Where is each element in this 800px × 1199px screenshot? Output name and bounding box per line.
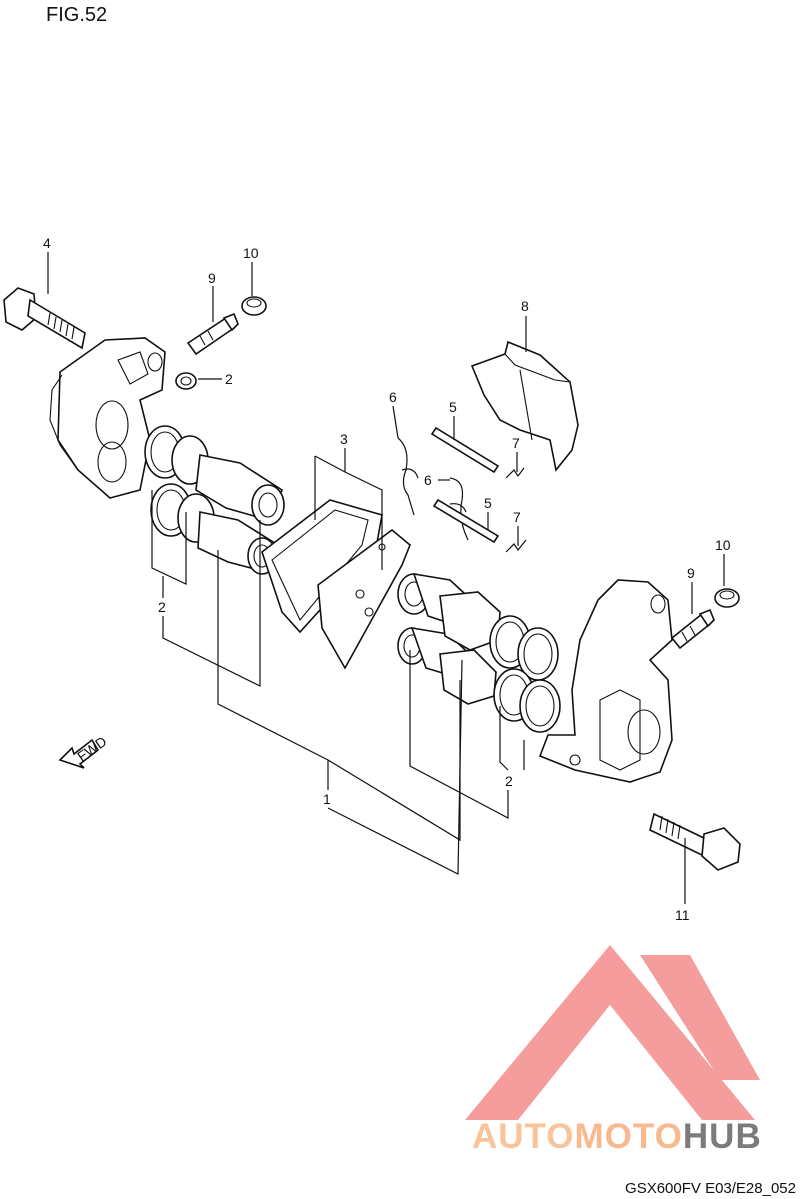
callout-5-upper: 5 [449,399,457,415]
callout-labels: 4 9 10 2 8 3 6 5 7 6 5 7 2 1 2 9 10 11 [43,235,731,923]
watermark-text: AUTOMOTOHUB [472,1117,762,1157]
callout-5-lower: 5 [484,495,492,511]
seal-rings-right [489,615,561,733]
callout-8: 8 [521,298,529,314]
callout-2-left: 2 [158,599,166,615]
pistons-part-1-right [397,572,501,705]
watermark-hub: HUB [682,1117,762,1156]
figure-title: FIG.52 [46,4,108,26]
callout-9-left: 9 [208,270,216,286]
callout-11: 11 [675,907,690,923]
callout-2-right: 2 [505,773,513,789]
watermark-auto: AUTO [472,1117,575,1156]
watermark-moto: MOTO [574,1117,683,1156]
callout-6-lower: 6 [424,472,432,488]
washer-part-2-upper [175,372,197,390]
bleeder-screw-part-9-right [670,608,715,650]
callout-7-lower: 7 [513,509,521,525]
callout-6-upper: 6 [389,389,397,405]
callout-3: 3 [340,431,348,447]
cap-part-10-left [241,296,267,316]
pad-cover-part-8 [470,340,579,472]
callout-10-right: 10 [715,537,731,553]
spring-part-7-lower [505,539,527,553]
leader-lines [47,252,725,904]
forward-arrow-icon [58,738,100,769]
callout-2-upper: 2 [225,371,233,387]
caliper-body-left [49,337,166,499]
pad-clip-part-6-lower [449,477,469,541]
callout-7-upper: 7 [512,435,520,451]
spring-part-7-upper [505,467,525,479]
pad-pin-part-5-lower [432,498,500,544]
figure-code: GSX600FV E03/E28_052 [625,1180,796,1197]
bleeder-screw-part-9-left [186,312,239,356]
forward-arrow-label: FWD [74,733,109,764]
callout-9-right: 9 [687,565,695,581]
bolt-part-4 [3,287,86,350]
pad-clip-part-6-upper [397,437,419,516]
pad-pin-part-5-upper [430,426,500,474]
caliper-body-right [538,579,673,783]
callout-4: 4 [43,235,51,251]
bolt-part-11 [649,812,741,871]
brake-pads-part-3 [261,455,411,670]
cap-part-10-right [714,588,740,608]
callout-1: 1 [323,791,331,807]
callout-10-left: 10 [243,245,259,261]
watermark-logo [465,945,760,1120]
seal-rings-left [144,425,215,543]
